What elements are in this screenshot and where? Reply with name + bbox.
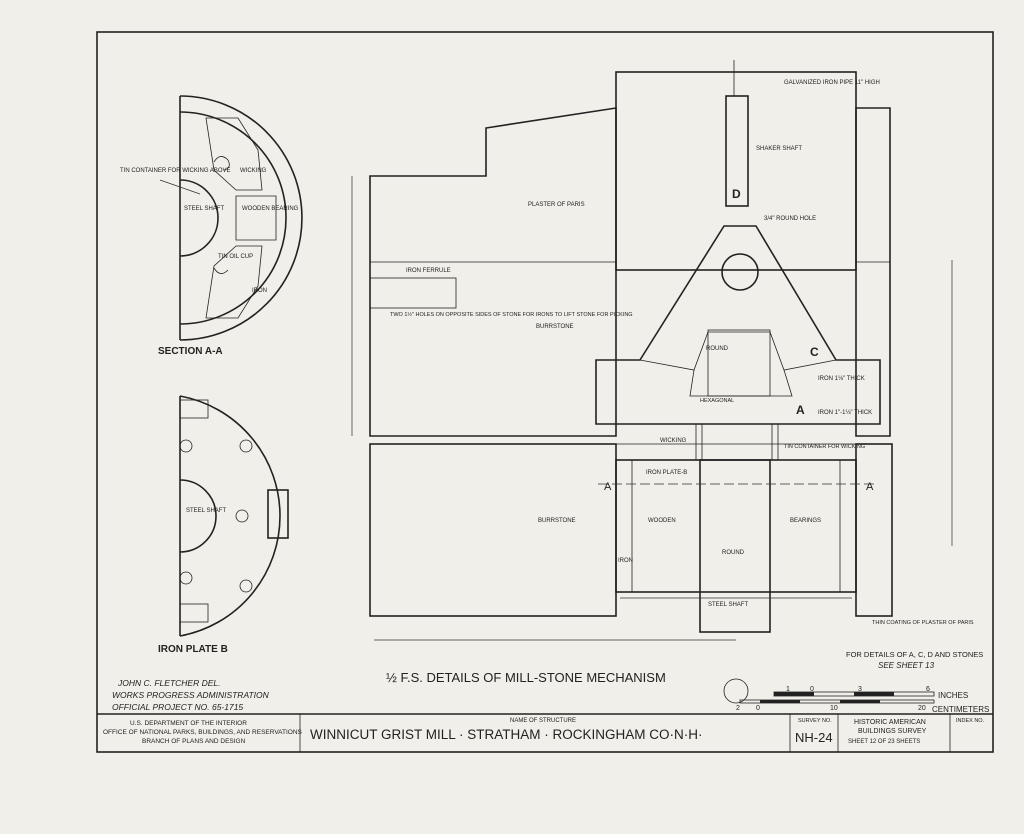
wooden-label: WOODEN xyxy=(648,518,676,524)
survey-label: SURVEY NO. xyxy=(798,718,832,724)
plaster-of-paris-label: PLASTER OF PARIS xyxy=(528,202,585,208)
index-label: INDEX NO. xyxy=(956,718,985,724)
inch-tick-0: 0 xyxy=(810,686,814,693)
round-label-1: ROUND xyxy=(706,346,729,352)
library-stamp xyxy=(723,678,749,704)
steel-shaft-label-1: STEEL SHAFT xyxy=(184,206,224,212)
label-c: C xyxy=(810,345,819,359)
cm-label: CENTIMETERS xyxy=(932,705,989,714)
cm-tick-2: 2 xyxy=(736,705,740,712)
galvanized-pipe-label: GALVANIZED IRON PIPE 11" HIGH xyxy=(784,80,880,86)
habs-line-2: BUILDINGS SURVEY xyxy=(858,728,927,735)
iron-thick-2-label: IRON 1"-1⅛" THICK xyxy=(818,410,872,416)
inch-tick-6: 6 xyxy=(926,686,930,693)
label-d: D xyxy=(732,187,741,201)
main-title: ½ F.S. DETAILS OF MILL-STONE MECHANISM xyxy=(386,670,666,685)
see-note-2: SEE SHEET 13 xyxy=(878,661,935,670)
steel-shaft-label-2: STEEL SHAFT xyxy=(186,508,226,514)
inches-label: INCHES xyxy=(938,691,968,700)
label-a-left: A xyxy=(604,481,612,493)
hexagonal-label: HEXAGONAL xyxy=(700,398,734,404)
tin-container-label: TIN CONTAINER FOR WICKING ABOVE xyxy=(120,168,231,174)
structure-label: NAME OF STRUCTURE xyxy=(510,718,576,724)
steel-shaft-label-3: STEEL SHAFT xyxy=(708,602,748,608)
inch-tick-3: 3 xyxy=(858,686,862,693)
credit-line-1: JOHN C. FLETCHER DEL. xyxy=(117,678,221,688)
thin-coating-label: THIN COATING OF PLASTER OF PARIS xyxy=(872,620,974,626)
round-label-2: ROUND xyxy=(722,550,745,556)
credit-line-3: OFFICIAL PROJECT NO. 65-1715 xyxy=(112,702,243,712)
sheet-border xyxy=(96,31,994,753)
tin-oil-cup-label: TIN OIL CUP xyxy=(218,254,253,260)
iron-plate-b-drawing xyxy=(179,395,289,637)
iron-label-1: IRON xyxy=(252,288,267,294)
wicking-label-1: WICKING xyxy=(240,168,267,174)
section-title: SECTION A-A xyxy=(158,346,223,357)
see-note-1: FOR DETAILS OF A, C, D AND STONES xyxy=(846,650,983,659)
inch-tick-1: 1 xyxy=(786,686,790,693)
cm-tick-10: 10 xyxy=(830,705,838,712)
iron-thick-label: IRON 1⅛" THICK xyxy=(818,376,865,382)
shaker-shaft-label: SHAKER SHAFT xyxy=(756,146,802,152)
structure-name: WINNICUT GRIST MILL · STRATHAM · ROCKING… xyxy=(310,727,703,742)
two-holes-label: TWO 1½" HOLES ON OPPOSITE SIDES OF STONE… xyxy=(390,311,633,318)
section-a-a-drawing xyxy=(159,95,303,341)
wooden-bearing-label: WOODEN BEARING xyxy=(242,206,299,212)
agency-line-1: U.S. DEPARTMENT OF THE INTERIOR xyxy=(130,720,247,727)
label-a-right: A xyxy=(866,481,874,493)
tin-container-wicking-label: TIN CONTAINER FOR WICKING xyxy=(784,444,865,450)
wicking-label-2: WICKING xyxy=(660,438,687,444)
iron-label-2: IRON xyxy=(618,558,633,564)
plate-title: IRON PLATE B xyxy=(158,644,228,655)
survey-number: NH-24 xyxy=(795,730,833,745)
burrstone-label-2: BURRSTONE xyxy=(538,518,576,524)
agency-line-3: BRANCH OF PLANS AND DESIGN xyxy=(142,738,246,745)
cm-tick-0: 0 xyxy=(756,705,760,712)
habs-line-1: HISTORIC AMERICAN xyxy=(854,719,926,726)
label-a-center: A xyxy=(796,403,805,417)
credit-line-2: WORKS PROGRESS ADMINISTRATION xyxy=(112,690,270,700)
bearings-label: BEARINGS xyxy=(790,518,821,524)
scale-bar xyxy=(739,691,935,704)
iron-plate-b-label: IRON PLATE-B xyxy=(646,470,687,476)
round-hole-label: 3/4" ROUND HOLE xyxy=(764,216,816,222)
cm-tick-20: 20 xyxy=(918,705,926,712)
mill-stone-section xyxy=(351,60,953,641)
agency-line-2: OFFICE OF NATIONAL PARKS, BUILDINGS, AND… xyxy=(103,729,303,736)
sheet-info: SHEET 12 OF 23 SHEETS xyxy=(848,739,920,745)
burrstone-label-1: BURRSTONE xyxy=(536,324,574,330)
iron-ferrule-label: IRON FERRULE xyxy=(406,268,451,274)
